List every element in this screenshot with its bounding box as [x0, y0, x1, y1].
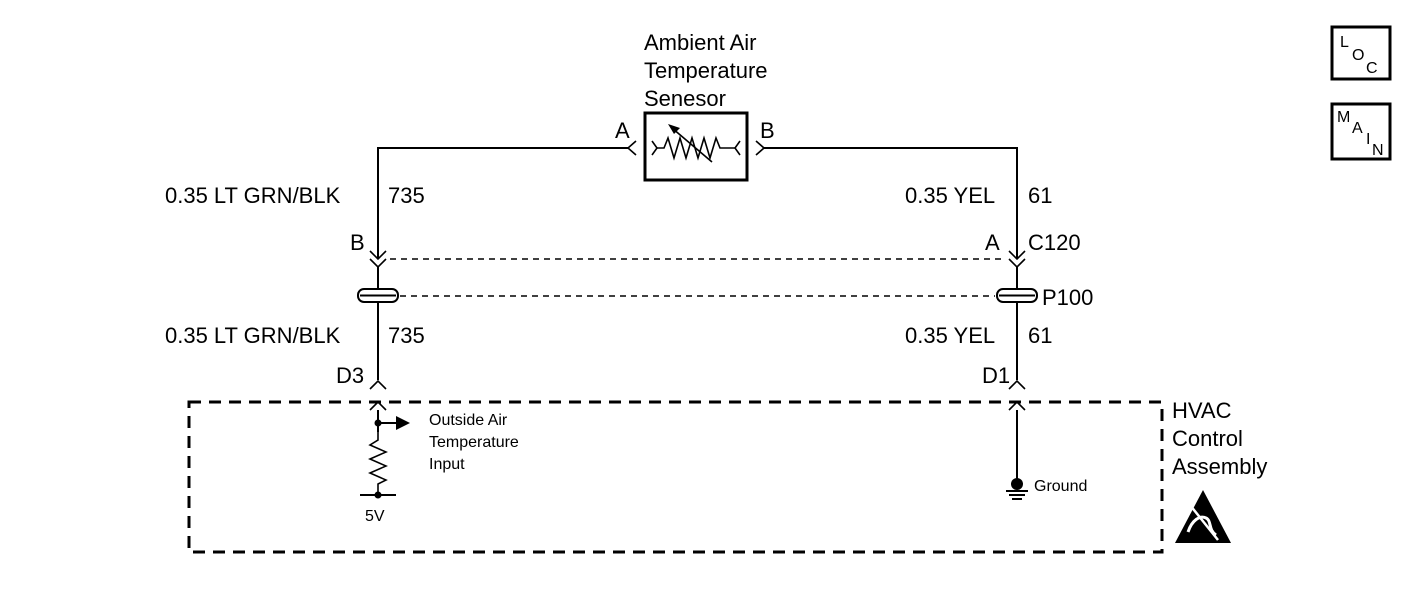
sensor-title-line2: Temperature [644, 58, 768, 83]
circuit-735-upper: 0.35 LT GRN/BLK 735 [165, 147, 628, 258]
module-name-line2: Control [1172, 426, 1243, 451]
input-label-line2: Temperature [429, 434, 519, 451]
pullup-resistor-icon [368, 432, 388, 495]
wire-left-upper-gauge: 0.35 LT GRN/BLK [165, 183, 341, 208]
wire-right-lower-circuit: 61 [1028, 323, 1052, 348]
wire-left-lower-gauge: 0.35 LT GRN/BLK [165, 323, 341, 348]
c120-name: C120 [1028, 230, 1081, 255]
ground-node [1011, 478, 1023, 490]
module-name-line1: HVAC [1172, 398, 1232, 423]
loc-letter-l: L [1340, 34, 1349, 51]
p100-name: P100 [1042, 285, 1093, 310]
loc-letter-o: O [1352, 47, 1364, 64]
hvac-module-boundary [187, 400, 1164, 554]
sensor-body [643, 111, 749, 182]
d3-pin-icon [369, 379, 387, 390]
hvac-pin-d3: D3 [336, 363, 364, 388]
connector-c120[interactable]: B A C120 [350, 230, 1081, 269]
sensor-connector-b-icon [755, 140, 766, 156]
main-letter-m: M [1337, 109, 1350, 126]
grommet-p100[interactable]: P100 [357, 267, 1093, 380]
main-letter-i: I [1366, 131, 1370, 148]
sensor-connector-a-icon [626, 140, 637, 156]
hvac-pin-d1: D1 [982, 363, 1010, 388]
input-arrow-icon [396, 416, 410, 430]
sensor-title-line3: Senesor [644, 86, 726, 111]
ground-circuit: Ground [1006, 410, 1087, 500]
wire-left-upper-circuit: 735 [388, 183, 425, 208]
main-button[interactable]: M A I N [1330, 102, 1392, 161]
c120-left-pin: B [350, 230, 365, 255]
module-name-line3: Assembly [1172, 454, 1267, 479]
loc-button[interactable]: L O C [1330, 25, 1392, 81]
wire-left-lower-circuit: 735 [388, 323, 425, 348]
esd-warning-icon [1175, 490, 1231, 543]
ambient-air-temperature-sensor[interactable]: Ambient Air Temperature Senesor A B [615, 30, 775, 182]
sensor-pin-a: A [615, 118, 630, 143]
d1-pin-icon [1008, 379, 1026, 390]
circuit-61-upper: 0.35 YEL 61 [764, 147, 1052, 258]
c120-right-pin: A [985, 230, 1000, 255]
reference-voltage-label: 5V [365, 508, 385, 525]
outside-air-temp-input-circuit: Outside Air Temperature Input 5V [360, 410, 519, 525]
ground-label: Ground [1034, 478, 1087, 495]
sensor-pin-b: B [760, 118, 775, 143]
input-label-line3: Input [429, 456, 465, 473]
p100-right-grommet-icon [996, 288, 1038, 303]
wire-right-lower-gauge: 0.35 YEL [905, 323, 995, 348]
main-letter-n: N [1372, 142, 1384, 159]
loc-letter-c: C [1366, 60, 1378, 77]
hvac-control-assembly[interactable]: HVAC Control Assembly Outside Air Temper… [187, 398, 1267, 554]
c120-left-pin-icon [369, 250, 387, 261]
hvac-connector[interactable]: D3 D1 [336, 363, 1026, 411]
main-letter-a: A [1352, 120, 1363, 137]
variable-arrow-icon [671, 127, 713, 163]
input-label-line1: Outside Air [429, 412, 508, 429]
thermistor-icon [657, 135, 735, 161]
wire-right-upper-circuit: 61 [1028, 183, 1052, 208]
wire-right-upper-gauge: 0.35 YEL [905, 183, 995, 208]
p100-left-grommet-icon [357, 288, 399, 303]
c120-right-pin-icon [1008, 250, 1026, 261]
sensor-title-line1: Ambient Air [644, 30, 757, 55]
